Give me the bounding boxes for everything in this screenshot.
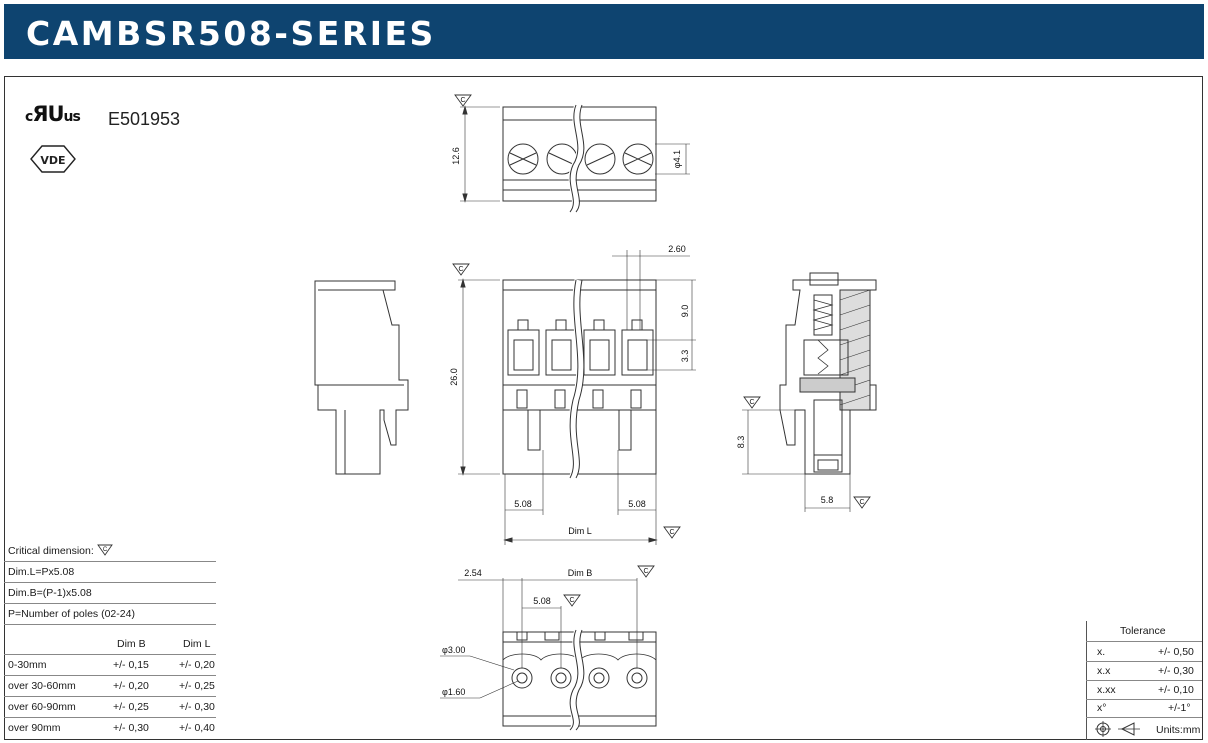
table-cell-dim-l: +/- 0,40 [179,722,215,734]
drawing-frame [4,76,1203,740]
table-cell-dim-b: +/- 0,25 [113,701,149,713]
critical-marker: C [452,263,470,276]
svg-text:φ4.1: φ4.1 [672,150,682,168]
tolerance-key: x° [1097,702,1107,714]
poles-note: P=Number of poles (02-24) [8,608,135,620]
dim-l-formula: Dim.L=Px5.08 [8,566,75,578]
tolerance-value: +/-1° [1168,702,1191,714]
tolerance-key: x. [1097,646,1106,658]
critical-marker: C [563,594,581,607]
screw-hole [622,143,654,175]
screw-hole [584,143,616,175]
pin-hole [588,667,610,689]
svg-text:C: C [749,399,754,406]
tolerance-key: x.xx [1097,684,1116,696]
table-cell-dim-l: +/- 0,30 [179,701,215,713]
cross-section-view: 8.3 C 5.8 C [736,272,877,512]
table-row-range: over 90mm [8,722,61,734]
svg-text:C: C [859,499,864,506]
table-row-range: over 30-60mm [8,680,76,692]
column-header-dim-b: Dim B [117,638,146,650]
svg-text:26.0: 26.0 [449,368,459,386]
svg-text:5.08: 5.08 [628,499,646,509]
units-label: Units:mm [1156,724,1201,736]
front-view: 26.0 C 2.60 9.0 3.3 5.08 5.08 Dim L C [449,244,696,545]
svg-text:9.0: 9.0 [680,305,690,318]
critical-dimension-note: Critical dimension: C [8,544,113,557]
side-view-left [314,280,409,475]
tolerance-value: +/- 0,50 [1158,646,1194,658]
tolerance-value: +/- 0,30 [1158,665,1194,677]
svg-text:5.08: 5.08 [514,499,532,509]
table-row-range: 0-30mm [8,659,47,671]
top-view: 12.6 C φ4.1 [451,94,690,215]
table-cell-dim-b: +/- 0,20 [113,680,149,692]
svg-text:C: C [643,568,648,575]
svg-text:12.6: 12.6 [451,147,461,165]
screw-hole [507,143,539,175]
tolerance-value: +/- 0,10 [1158,684,1194,696]
svg-text:8.3: 8.3 [736,436,746,449]
table-cell-dim-b: +/- 0,30 [113,722,149,734]
critical-marker: C [663,526,681,539]
svg-text:φ1.60: φ1.60 [442,687,465,697]
svg-text:C: C [569,597,574,604]
svg-text:C: C [460,97,465,104]
bottom-view: 2.54 Dim B C 5.08 C φ3.00 φ1.60 [440,565,657,733]
tolerance-title: Tolerance [1120,625,1166,637]
svg-text:2.54: 2.54 [464,568,482,578]
critical-marker: C [853,496,871,509]
svg-text:Dim B: Dim B [568,568,593,578]
svg-text:φ3.00: φ3.00 [442,645,465,655]
critical-marker: C [637,565,655,578]
critical-marker: C [454,94,472,107]
projection-symbol-icon [1095,721,1140,737]
svg-text:C: C [669,529,674,536]
dim-b-formula: Dim.B=(P-1)x5.08 [8,587,92,599]
ul-logo: cЯUus [25,102,81,126]
svg-text:VDE: VDE [40,154,65,167]
svg-text:3.3: 3.3 [680,350,690,363]
table-cell-dim-l: +/- 0,25 [179,680,215,692]
critical-marker: C [743,396,761,409]
critical-symbol-icon: C [96,544,113,556]
table-cell-dim-b: +/- 0,15 [113,659,149,671]
table-row-range: over 60-90mm [8,701,76,713]
svg-text:Dim L: Dim L [568,526,592,536]
tolerance-key: x.x [1097,665,1111,677]
svg-text:C: C [103,547,108,553]
svg-text:5.8: 5.8 [821,495,834,505]
svg-text:2.60: 2.60 [668,244,686,254]
svg-text:C: C [458,266,463,273]
series-title: CAMBSR508-SERIES [26,14,436,53]
certificate-number: E501953 [108,109,181,129]
svg-text:5.08: 5.08 [533,596,551,606]
title-banner: CAMBSR508-SERIES [4,4,1204,59]
column-header-dim-l: Dim L [183,638,211,650]
table-cell-dim-l: +/- 0,20 [179,659,215,671]
vde-logo: VDE [30,145,76,173]
